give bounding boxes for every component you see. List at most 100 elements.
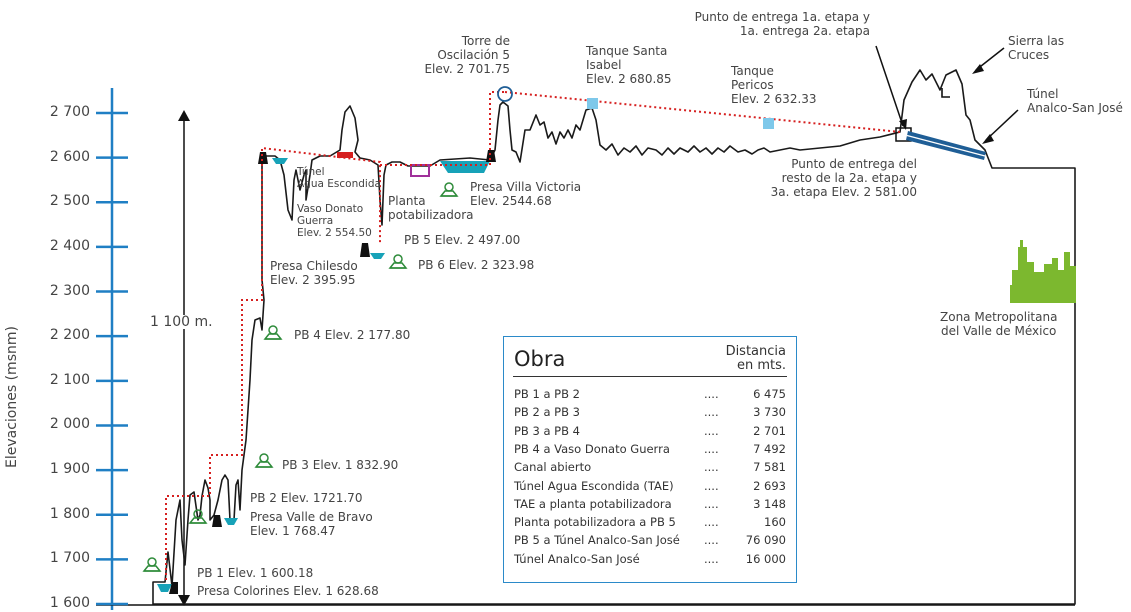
label-presa-villa-victoria: Presa Villa Victoria Elev. 2544.68 — [470, 180, 582, 208]
table-row-distance: 6 475 — [753, 387, 786, 401]
y-axis-tick-label: 2 200 — [49, 327, 90, 344]
tanque-pericos-marker — [763, 118, 774, 129]
pointer-tunel-head — [982, 134, 994, 144]
table-row-obra: PB 1 a PB 2 — [514, 387, 580, 401]
table-row-dots: .... — [704, 496, 719, 511]
table-divider — [513, 376, 787, 377]
table-row-obra: PB 4 a Vaso Donato Guerra — [514, 441, 670, 456]
table-row-dots: .... — [704, 551, 719, 566]
pump-station-icon — [263, 325, 283, 340]
table-row-dots: .... — [704, 387, 719, 401]
table-row: Túnel Analco-San José.... 16 000 — [514, 552, 786, 568]
label-pb6: PB 6 Elev. 2 323.98 — [418, 258, 535, 272]
table-row-dots: .... — [704, 460, 719, 475]
dam-donato — [258, 152, 268, 164]
table-row: Planta potabilizadora a PB 5.... 160 — [514, 515, 786, 531]
table-row-distance: 7 492 — [753, 441, 786, 456]
table-row: Túnel Agua Escondida (TAE).... 2 693 — [514, 479, 786, 495]
label-punto-entrega-1: Punto de entrega 1a. etapa y 1a. entrega… — [694, 10, 870, 38]
total-height-label: 1 100 m. — [150, 314, 213, 330]
table-row-dots: .... — [704, 478, 719, 493]
table-row-distance: 160 — [764, 515, 786, 530]
pointer-entrega — [875, 45, 904, 127]
pump-station-icon — [388, 254, 408, 269]
table-row-obra: Planta potabilizadora a PB 5 — [514, 515, 676, 530]
presa-chilesdo-water — [370, 253, 385, 259]
table-row-obra: PB 5 a Túnel Analco-San José — [514, 533, 680, 548]
label-zona-metropolitana: Zona Metropolitana del Valle de México — [940, 310, 1058, 338]
y-axis-tick-label: 2 600 — [49, 148, 90, 165]
pointer-entrega-head — [899, 119, 907, 130]
height-arrow-top — [178, 110, 190, 121]
label-tunel-agua-escondida: Túnel Agua Escondida — [297, 166, 381, 190]
table-row-obra: Canal abierto — [514, 460, 592, 475]
height-arrow-bottom — [178, 595, 190, 606]
table-row-obra: Túnel Analco-San José — [514, 551, 640, 566]
table-row-dots: .... — [704, 533, 719, 548]
table-row-distance: 16 000 — [745, 551, 786, 566]
table-row-distance: 2 693 — [753, 478, 786, 493]
y-axis-tick-label: 2 500 — [49, 193, 90, 210]
label-presa-valle-bravo: Presa Valle de Bravo Elev. 1 768.47 — [250, 510, 373, 538]
table-row-dots: .... — [704, 515, 719, 530]
table-row-obra: PB 2 a PB 3 — [514, 405, 580, 420]
table-row: PB 1 a PB 2.... 6 475 — [514, 387, 786, 403]
vaso-donato-water — [272, 158, 288, 164]
dam-chilesdo — [360, 243, 370, 257]
label-pb1: PB 1 Elev. 1 600.18 — [197, 566, 314, 580]
y-axis-tick-label: 2 300 — [49, 282, 90, 299]
label-sierra-las-cruces: Sierra las Cruces — [1008, 34, 1065, 62]
tunel-analco-center — [906, 134, 986, 157]
elevation-axis — [96, 88, 1075, 610]
table-row-dots: .... — [704, 423, 719, 438]
label-presa-colorines: Presa Colorines Elev. 1 628.68 — [197, 584, 379, 598]
pointer-sierra-head — [972, 64, 984, 74]
table-row-dots: .... — [704, 441, 719, 456]
y-axis-tick-label: 2 000 — [49, 416, 90, 433]
table-row: PB 3 a PB 4.... 2 701 — [514, 424, 786, 440]
table-row-distance: 2 701 — [753, 423, 786, 438]
presa-valle-bravo-water — [224, 518, 238, 525]
presa-villa-victoria-water — [440, 161, 490, 173]
table-row-obra: Túnel Agua Escondida (TAE) — [514, 478, 674, 493]
canal-abierto-mark — [337, 152, 353, 158]
y-axis-tick-label: 2 400 — [49, 237, 90, 254]
tanque-santa-isabel-marker — [587, 98, 598, 109]
torre-oscilacion-marker — [497, 86, 513, 102]
table-row-distance: 7 581 — [753, 460, 786, 475]
label-pb4: PB 4 Elev. 2 177.80 — [294, 328, 411, 342]
sierra-mark — [941, 88, 950, 98]
table-row-distance: 3 148 — [753, 496, 786, 511]
table-row-distance: 76 090 — [745, 533, 786, 548]
terrain-profile — [152, 69, 1076, 605]
label-torre-oscilacion: Torre de Oscilación 5 Elev. 2 701.75 — [424, 34, 510, 76]
table-row-obra: TAE a planta potabilizadora — [514, 496, 672, 511]
y-axis-tick-label: 1 700 — [49, 550, 90, 567]
y-axis-tick-label: 1 600 — [49, 595, 90, 611]
dam-villa-victoria — [486, 150, 496, 162]
label-pb3: PB 3 Elev. 1 832.90 — [282, 458, 399, 472]
table-row: PB 4 a Vaso Donato Guerra.... 7 492 — [514, 442, 786, 458]
label-tanque-pericos: Tanque Pericos Elev. 2 632.33 — [731, 64, 817, 106]
label-presa-chilesdo: Presa Chilesdo Elev. 2 395.95 — [270, 259, 358, 287]
y-axis-tick-label: 2 100 — [49, 371, 90, 388]
table-row-obra: PB 3 a PB 4 — [514, 423, 580, 438]
distance-table: Obra Distancia en mts. PB 1 a PB 2....6 … — [503, 336, 797, 583]
table-row: TAE a planta potabilizadora.... 3 148 — [514, 497, 786, 513]
table-row: Canal abierto.... 7 581 — [514, 460, 786, 476]
table-row-distance: 3 730 — [753, 405, 786, 420]
pump-station-icon — [142, 557, 162, 572]
y-axis-tick-label: 1 800 — [49, 505, 90, 522]
dam-colorines — [169, 582, 178, 594]
table-row: PB 2 a PB 3....3 730 — [514, 405, 786, 421]
pump-station-icon — [188, 509, 208, 524]
table-header-distance: Distancia en mts. — [725, 344, 786, 373]
label-pb2: PB 2 Elev. 1721.70 — [250, 491, 363, 505]
city-skyline — [1010, 240, 1076, 303]
pump-station-icon — [254, 453, 274, 468]
y-axis-tick-label: 2 700 — [49, 104, 90, 120]
label-vaso-donato-guerra: Vaso Donato Guerra Elev. 2 554.50 — [297, 203, 372, 239]
y-axis-title: Elevaciones (msnm) — [4, 326, 20, 468]
